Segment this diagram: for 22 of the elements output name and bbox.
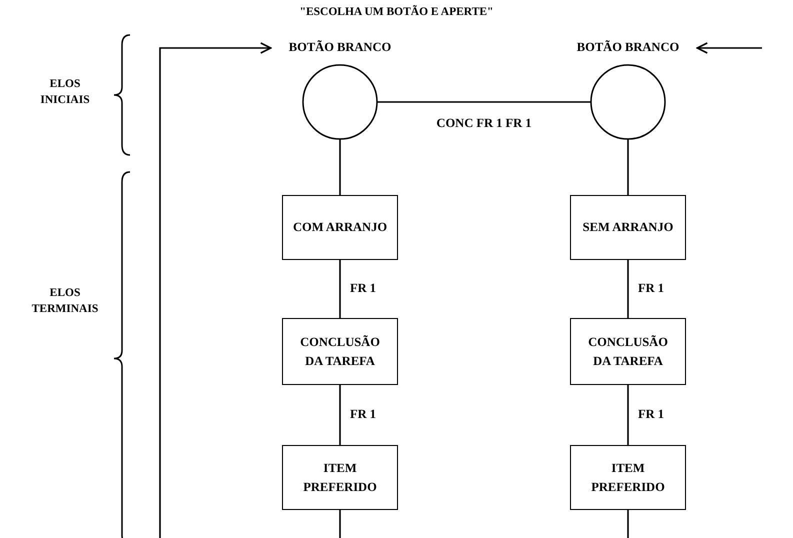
- arrow: [159, 42, 272, 538]
- button-label: BOTÃO BRANCO: [288, 40, 392, 54]
- arrow: [696, 42, 762, 54]
- button-label: BOTÃO BRANCO: [576, 40, 680, 54]
- process-box: COM ARRANJO: [282, 195, 398, 260]
- title: "ESCOLHA UM BOTÃO E APERTE": [298, 6, 494, 18]
- process-box: SEM ARRANJO: [570, 195, 686, 260]
- connector-line: [627, 139, 629, 195]
- process-box: CONCLUSÃO DA TAREFA: [282, 318, 398, 385]
- connector-line: [339, 260, 341, 318]
- connector-line: [339, 510, 341, 538]
- connector-line: [627, 260, 629, 318]
- connector-line: [627, 385, 629, 445]
- process-box: ITEM PREFERIDO: [570, 445, 686, 510]
- process-box: CONCLUSÃO DA TAREFA: [570, 318, 686, 385]
- group-label: ELOS TERMINAIS: [30, 286, 100, 318]
- group-label: ELOS INICIAIS: [39, 77, 91, 108]
- connector-line: [339, 139, 341, 195]
- connector-line: [339, 385, 341, 445]
- connector-line: [627, 510, 629, 538]
- connector-line: [377, 101, 591, 103]
- process-box: ITEM PREFERIDO: [282, 445, 398, 510]
